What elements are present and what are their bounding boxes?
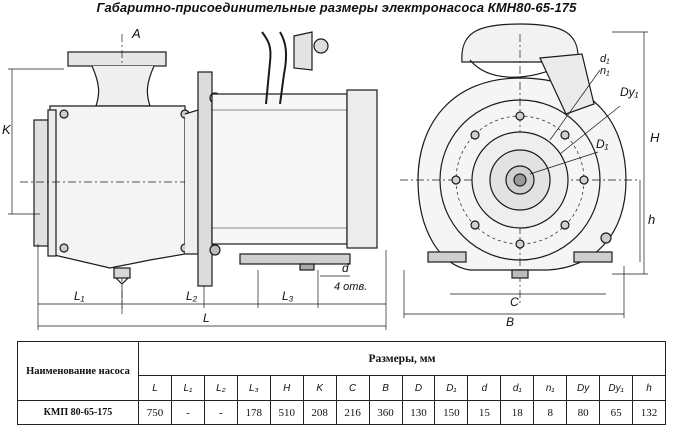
pump-name-header: Наименование насоса	[17, 341, 139, 401]
value-cell: 208	[302, 400, 337, 425]
col-header: n₁	[533, 375, 568, 401]
col-header: D	[401, 375, 436, 401]
column-header-row: L L₁ L₂ L₃ H K C B D D₁ d d₁ n₁ Dy Dy₁ h	[18, 375, 666, 401]
label-a: A	[131, 26, 141, 41]
value-cell: 216	[335, 400, 370, 425]
value-cell: 130	[401, 400, 436, 425]
value-cell: 80	[566, 400, 601, 425]
dimensions-group-header: Размеры, мм	[138, 341, 666, 376]
value-cell: 750	[138, 400, 172, 425]
col-header: L₁	[170, 375, 205, 401]
col-header: d₁	[500, 375, 535, 401]
col-header: Dy₁	[599, 375, 634, 401]
label-n1: n₁	[600, 65, 610, 77]
label-dy1: Dy₁	[620, 85, 639, 99]
label-k: K	[2, 122, 12, 137]
col-header: L	[138, 375, 172, 401]
value-cell: -	[170, 400, 205, 425]
label-c: C	[510, 295, 519, 309]
label-d: d	[342, 261, 349, 275]
label-l3: L₃	[282, 289, 294, 303]
value-cell: 8	[533, 400, 568, 425]
col-header: h	[632, 375, 666, 401]
col-header: K	[302, 375, 337, 401]
value-cell: 65	[599, 400, 634, 425]
pump-name-cell: КМП 80-65-175	[17, 400, 139, 425]
col-header: B	[368, 375, 403, 401]
value-cell: 18	[500, 400, 535, 425]
label-h-upper: H	[650, 130, 660, 145]
label-d1-small: d₁	[600, 53, 610, 65]
dimensions-table: Наименование насоса Размеры, мм L L₁ L₂ …	[17, 341, 666, 425]
col-header: H	[269, 375, 304, 401]
drawing-title: Габаритно-присоединительные размеры элек…	[96, 0, 577, 15]
col-header: Dy	[566, 375, 601, 401]
label-l1: L₁	[74, 289, 85, 303]
label-l2: L₂	[186, 289, 198, 303]
value-cell: -	[203, 400, 238, 425]
label-holes: 4 отв.	[334, 281, 367, 293]
side-view	[8, 31, 387, 330]
value-cell: 360	[368, 400, 403, 425]
value-cell: 132	[632, 400, 666, 425]
value-cell: 510	[269, 400, 304, 425]
value-cell: 150	[434, 400, 469, 425]
table-row: КМП 80-65-175 750 - - 178 510 208 216 36…	[17, 400, 666, 425]
value-cell: 178	[236, 400, 271, 425]
value-cell: 15	[467, 400, 502, 425]
col-header: C	[335, 375, 370, 401]
label-l: L	[203, 311, 210, 325]
label-d1-big: D₁	[596, 137, 609, 151]
col-header: D₁	[434, 375, 469, 401]
front-view	[400, 23, 648, 318]
label-h-lower: h	[648, 212, 655, 227]
col-header: d	[467, 375, 502, 401]
technical-drawing: A K L₁ L₂ L₃ L d 4 отв. d₁ n₁ Dy₁ D₁ H h…	[2, 23, 660, 330]
label-b: B	[506, 315, 514, 329]
col-header: L₃	[236, 375, 271, 401]
col-header: L₂	[203, 375, 238, 401]
